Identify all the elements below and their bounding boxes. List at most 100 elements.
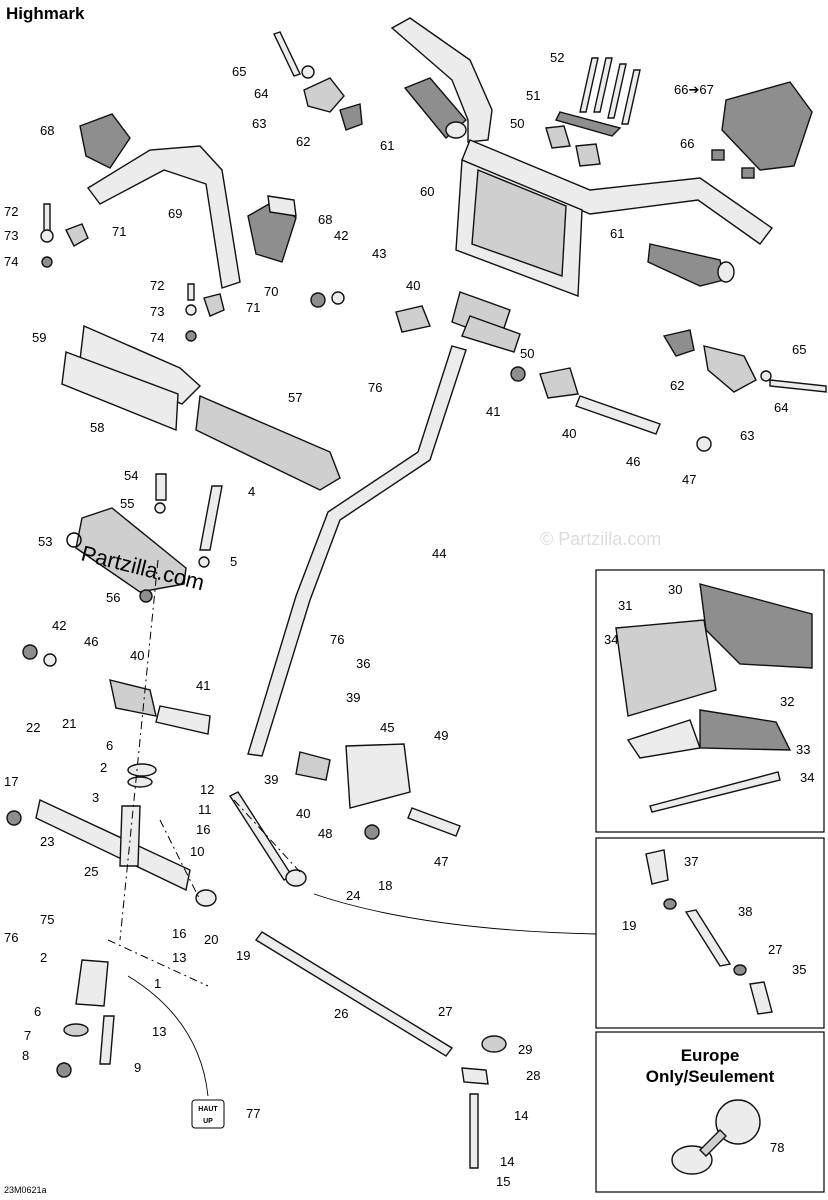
label-31: 31	[618, 598, 632, 613]
grip-left	[403, 77, 467, 140]
handguard-bracket-right	[247, 195, 297, 263]
label-40-d: 40	[296, 806, 310, 821]
label-63-b: 63	[740, 428, 754, 443]
label-39: 39	[346, 690, 360, 705]
label-50: 50	[510, 116, 524, 131]
label-52: 52	[550, 50, 564, 65]
label-34-b: 34	[800, 770, 814, 785]
label-47: 47	[682, 472, 696, 487]
label-69: 69	[168, 206, 182, 221]
label-12: 12	[200, 782, 214, 797]
label-63: 63	[252, 116, 266, 131]
label-40-b: 40	[562, 426, 576, 441]
column-leads	[107, 559, 301, 987]
label-65: 65	[232, 64, 246, 79]
label-13-b: 13	[152, 1024, 166, 1039]
label-49: 49	[434, 728, 448, 743]
label-76: 76	[368, 380, 382, 395]
label-72-b: 72	[150, 278, 164, 293]
label-42-b: 42	[52, 618, 66, 633]
throttle-housing-left	[301, 65, 363, 131]
label-3: 3	[92, 790, 99, 805]
label-28: 28	[526, 1068, 540, 1083]
label-30: 30	[668, 582, 682, 597]
handlebar-cover	[711, 81, 813, 179]
pad-foam	[61, 324, 202, 432]
label-46-b: 46	[84, 634, 98, 649]
label-14-b: 14	[500, 1154, 514, 1169]
label-64-b: 64	[774, 400, 788, 415]
label-70: 70	[264, 284, 278, 299]
label-10: 10	[190, 844, 204, 859]
label-5: 5	[230, 554, 237, 569]
label-57: 57	[288, 390, 302, 405]
label-41: 41	[486, 404, 500, 419]
label-32: 32	[780, 694, 794, 709]
label-66: 66	[680, 136, 694, 151]
steering-column	[247, 345, 467, 757]
inset-linkage	[645, 849, 773, 1015]
label-14: 14	[514, 1108, 528, 1123]
label-53: 53	[38, 534, 52, 549]
label-8: 8	[22, 1048, 29, 1063]
label-59: 59	[32, 330, 46, 345]
label-40: 40	[406, 278, 420, 293]
label-61: 61	[380, 138, 394, 153]
column-bracket	[75, 473, 223, 603]
label-72: 72	[4, 204, 18, 219]
label-40-c: 40	[130, 648, 144, 663]
label-55: 55	[120, 496, 134, 511]
label-46: 46	[626, 454, 640, 469]
part-labels: 52 65 66➔67 64 51 63 50 68 62 61 66 60 7…	[4, 50, 814, 1189]
label-39-b: 39	[264, 772, 278, 787]
label-11: 11	[198, 802, 212, 817]
label-73-b: 73	[150, 304, 164, 319]
label-25: 25	[84, 864, 98, 879]
label-13: 13	[172, 950, 186, 965]
label-29: 29	[518, 1042, 532, 1057]
label-73: 73	[4, 228, 18, 243]
handlebar	[390, 17, 773, 297]
label-1: 1	[154, 976, 161, 991]
label-16-b: 16	[172, 926, 186, 941]
upper-linkage	[310, 291, 712, 452]
label-9: 9	[134, 1060, 141, 1075]
label-19-b: 19	[622, 918, 636, 933]
label-2-b: 2	[40, 950, 47, 965]
label-51: 51	[526, 88, 540, 103]
label-36: 36	[356, 656, 370, 671]
label-37: 37	[684, 854, 698, 869]
bolts-top	[273, 31, 827, 393]
decal-haut-up: HAUT UP	[191, 1099, 225, 1129]
label-7: 7	[24, 1028, 31, 1043]
label-71: 71	[112, 224, 126, 239]
label-74: 74	[4, 254, 18, 269]
label-18: 18	[378, 878, 392, 893]
boot-rubber	[615, 583, 813, 813]
label-21: 21	[62, 716, 76, 731]
watermark-faint: © Partzilla.com	[540, 529, 661, 549]
label-26: 26	[334, 1006, 348, 1021]
europe-title-1: Europe	[681, 1046, 740, 1065]
diagram-title: Highmark	[6, 4, 85, 23]
label-62: 62	[296, 134, 310, 149]
label-60: 60	[420, 184, 434, 199]
label-16: 16	[196, 822, 210, 837]
horn	[671, 1099, 761, 1175]
watermark-copyright-icon	[66, 532, 82, 548]
label-66-67: 66➔67	[674, 82, 714, 97]
label-27: 27	[438, 1004, 452, 1019]
label-61-b: 61	[610, 226, 624, 241]
steering-arm	[6, 763, 191, 1078]
label-6-b: 6	[34, 1004, 41, 1019]
europe-title-2: Only/Seulement	[646, 1067, 775, 1086]
label-71-b: 71	[246, 300, 260, 315]
svg-text:UP: UP	[203, 1118, 213, 1125]
lower-linkage	[22, 644, 461, 840]
handlebar-riser	[451, 291, 521, 353]
inset-europe-panel	[595, 1031, 825, 1193]
label-15: 15	[496, 1174, 510, 1189]
label-38: 38	[738, 904, 752, 919]
label-6: 6	[106, 738, 113, 753]
label-19: 19	[236, 948, 250, 963]
